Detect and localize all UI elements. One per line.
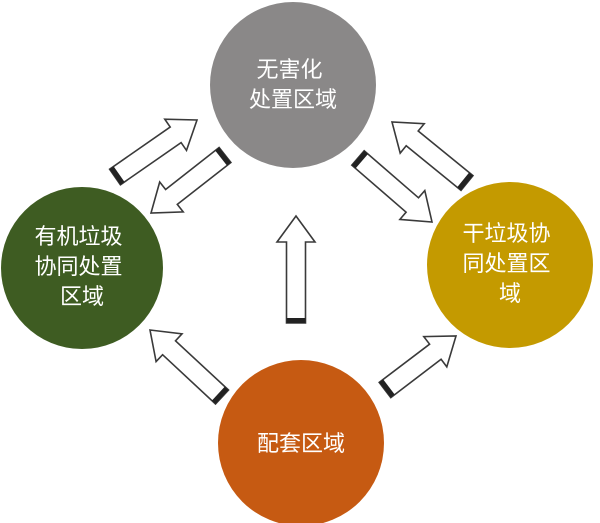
node-left-line-2: 协同处置 bbox=[34, 255, 122, 280]
node-top-line-1: 无害化 bbox=[256, 58, 322, 83]
arrows-group bbox=[108, 118, 475, 406]
arrow-bottom-to-right bbox=[378, 335, 458, 399]
node-top-line-2: 处置区域 bbox=[249, 88, 337, 113]
arrow-bottom-to-right-tail-cap bbox=[379, 379, 395, 398]
arrow-right-to-top-tail-cap bbox=[457, 172, 474, 191]
arrow-bottom-to-top bbox=[275, 214, 317, 324]
node-left-label: 有机垃圾 协同处置 区域 bbox=[34, 225, 129, 310]
arrow-top-to-right-tail-cap bbox=[351, 150, 368, 169]
node-bottom-line-1: 配套区域 bbox=[257, 432, 345, 457]
arrow-left-to-top bbox=[108, 118, 199, 186]
node-right-label: 干垃圾协 同处置区 域 bbox=[462, 222, 557, 307]
node-bottom-circle bbox=[218, 360, 384, 523]
node-right-line-2: 同处置区 bbox=[462, 252, 550, 277]
node-top-circle bbox=[210, 2, 376, 168]
arrow-bottom-to-left bbox=[149, 329, 230, 406]
node-right-line-1: 干垃圾协 bbox=[462, 222, 550, 247]
node-left-circle bbox=[1, 187, 163, 349]
arrow-top-to-left-tail-cap bbox=[215, 147, 231, 166]
node-left-line-1: 有机垃圾 bbox=[34, 225, 122, 250]
arrow-bottom-to-left-tail-cap bbox=[211, 386, 229, 404]
arrow-right-to-top bbox=[390, 121, 475, 192]
arrow-top-to-left bbox=[149, 146, 233, 214]
node-right-line-3: 域 bbox=[499, 282, 521, 307]
node-bottom-label: 配套区域 bbox=[257, 432, 345, 457]
node-left-line-3: 区域 bbox=[60, 285, 104, 310]
node-top-label: 无害化 处置区域 bbox=[249, 58, 337, 113]
arrow-left-to-top-tail-cap bbox=[109, 166, 125, 185]
node-right-circle bbox=[427, 182, 593, 348]
arrow-top-to-right bbox=[350, 149, 434, 223]
